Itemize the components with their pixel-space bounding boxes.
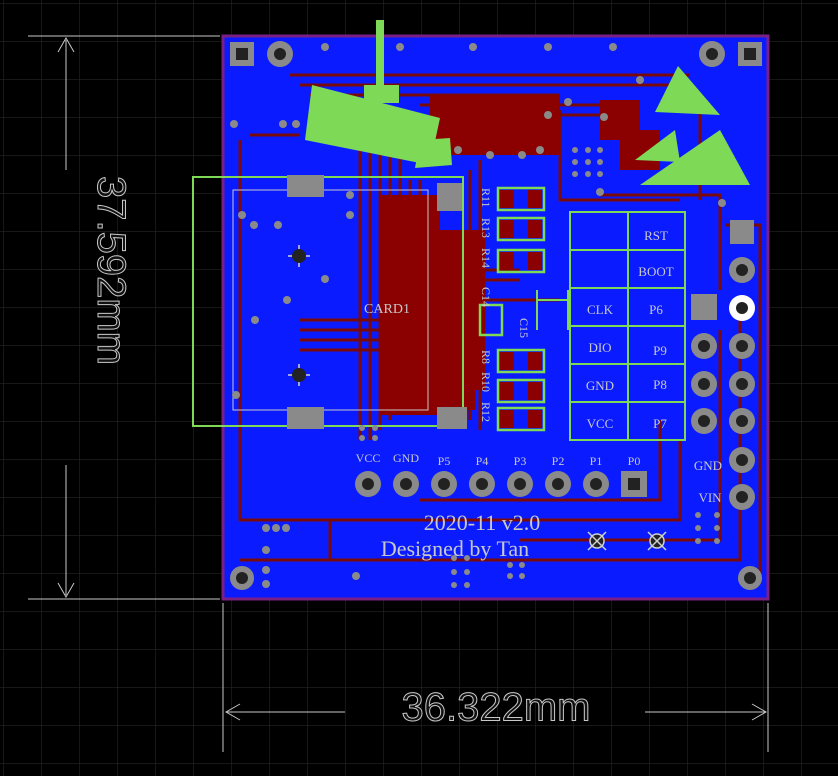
label-r10: R10 — [479, 372, 493, 392]
header-label-p9: P9 — [653, 343, 667, 358]
label-r11: R11 — [479, 188, 493, 208]
label-c14: C14 — [479, 287, 493, 307]
header-label-p6: P6 — [649, 302, 663, 317]
header-label-p7: P7 — [653, 416, 667, 431]
bottom-pin-header — [355, 471, 647, 497]
label-c15: C15 — [517, 318, 531, 338]
test-points — [587, 531, 667, 551]
header-label-clk: CLK — [587, 302, 614, 317]
height-dimension-label: 37.592mm — [89, 176, 133, 365]
sd-card-footprint: CARD1 — [192, 175, 467, 429]
label-r14: R14 — [479, 248, 493, 268]
vias — [230, 43, 726, 588]
width-dimension-label: 36.322mm — [402, 686, 591, 730]
pin-label-p2: P2 — [552, 454, 565, 468]
designer-text: Designed by Tan — [381, 536, 529, 561]
version-text: 2020-11 v2.0 — [424, 510, 541, 535]
pin-label-p0: P0 — [628, 454, 641, 468]
header-label-boot: BOOT — [638, 264, 673, 279]
header-label-dio: DIO — [588, 340, 611, 355]
esd-warning-logo — [635, 66, 750, 185]
highlighted-component — [305, 20, 452, 168]
pin-label-p4: P4 — [476, 454, 489, 468]
header-label-rst: RST — [644, 228, 668, 243]
height-dimension — [28, 35, 220, 600]
mounting-holes — [230, 41, 762, 590]
label-r8: R8 — [479, 350, 493, 364]
card-label: CARD1 — [364, 302, 410, 317]
header-label-p8: P8 — [653, 377, 667, 392]
pcb-board: CARD1 — [192, 20, 770, 601]
pin-label-vcc: VCC — [356, 451, 381, 465]
pin-label-gnd: GND — [393, 451, 419, 465]
right-header-pads — [691, 220, 755, 510]
label-r12: R12 — [479, 402, 493, 422]
width-dimension — [222, 603, 769, 752]
header-label-gnd: GND — [586, 378, 614, 393]
pin-label-p5: P5 — [438, 454, 451, 468]
header-label-vcc: VCC — [587, 416, 614, 431]
resistor-footprints — [478, 186, 546, 432]
label-r13: R13 — [479, 218, 493, 238]
pin-label-p3: P3 — [514, 454, 527, 468]
resistor-pads — [500, 190, 542, 428]
pin-label-gnd-right: GND — [694, 458, 722, 473]
pin-label-vin-right: VIN — [698, 490, 722, 505]
pin-label-p1: P1 — [590, 454, 603, 468]
header-grid — [536, 211, 686, 441]
